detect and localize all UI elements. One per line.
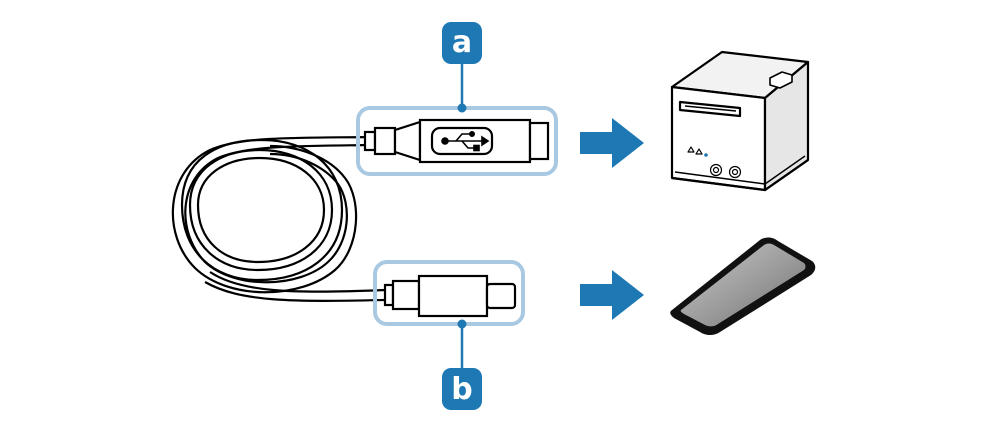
cable-coil (171, 135, 386, 302)
callout-label-b: b (451, 372, 472, 407)
usb-icon (441, 131, 490, 152)
arrow-right-icon (580, 270, 644, 320)
callout-label-a: a (452, 25, 472, 60)
usb-type-c-connector (383, 274, 517, 318)
callout-dot-b (457, 319, 467, 329)
printer-icon (670, 50, 810, 192)
smartphone-icon (670, 237, 816, 335)
arrow-right-icon (580, 118, 644, 168)
callout-frame-b (373, 260, 525, 326)
callout-frame-a (356, 106, 558, 176)
callout-badge-a: a (442, 22, 482, 64)
callout-badge-b: b (442, 368, 482, 410)
callout-dot-a (457, 103, 467, 113)
